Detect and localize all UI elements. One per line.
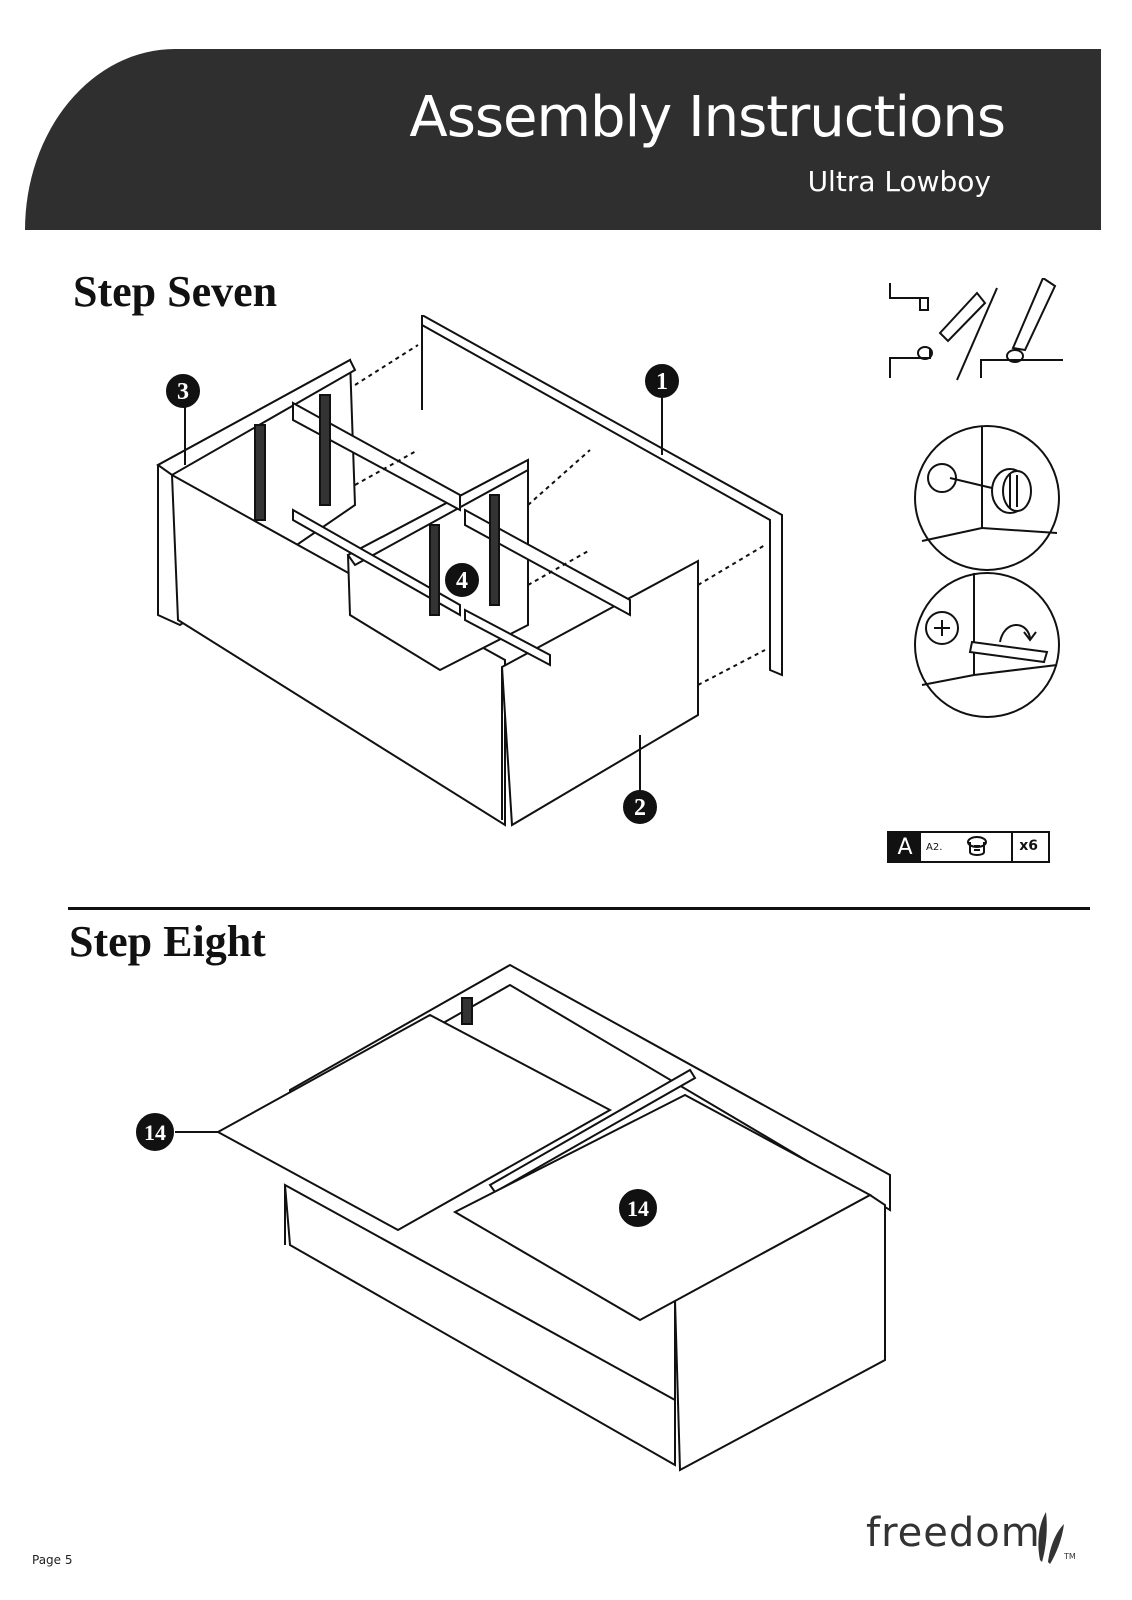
part-code: A2. — [926, 841, 943, 853]
top-panel-left — [215, 1013, 613, 1232]
part-separator — [1011, 833, 1013, 861]
step-eight-drawing: 14 14 — [136, 963, 891, 1472]
cam-lock-icon — [967, 836, 988, 856]
rail-mid-bottom — [464, 608, 551, 667]
header-banner: Assembly Instructions Ultra Lowboy — [25, 49, 1101, 230]
callout-14-right: 14 — [619, 1189, 657, 1227]
bolt-path-6 — [697, 649, 766, 686]
callout-14-left: 14 — [136, 1113, 174, 1151]
parts-label: A A2. x6 — [887, 831, 1050, 863]
left-panel-top-edge — [156, 358, 357, 477]
svg-text:1: 1 — [656, 369, 668, 395]
bolt-path-4 — [527, 549, 591, 586]
glue-tube-right — [1011, 278, 1057, 352]
glue-dowel-diagram — [889, 278, 1063, 381]
corner-right — [973, 664, 1058, 676]
runner-3 — [429, 524, 440, 616]
rotate-arrow-head — [1023, 631, 1037, 642]
callout-3: 3 — [166, 374, 200, 408]
brand-logo: freedom TM — [866, 1510, 1082, 1570]
page-number: Page 5 — [32, 1553, 73, 1567]
rotate-arrow-icon — [999, 624, 1031, 643]
glue-drop — [917, 346, 933, 360]
divider-rail — [488, 1068, 697, 1194]
part-quantity: x6 — [1019, 838, 1038, 854]
middle-divider-top — [346, 458, 529, 567]
runner-1 — [254, 424, 266, 521]
brand-name: freedom — [866, 1510, 1041, 1556]
callout-4: 4 — [445, 563, 479, 597]
rail-back-top — [292, 401, 461, 512]
cam-pin — [949, 477, 993, 489]
corner-left — [921, 674, 975, 686]
product-name: Ultra Lowboy — [807, 165, 991, 198]
trademark: TM — [1064, 1552, 1076, 1561]
leaf-icon — [1038, 1512, 1064, 1564]
part-letter: A — [889, 833, 921, 861]
runner — [461, 997, 473, 1025]
svg-text:2: 2 — [634, 795, 646, 821]
glue-tube-left — [938, 291, 987, 343]
corner-left — [921, 527, 983, 542]
rail-bottom — [292, 508, 461, 617]
bolt-path-3 — [527, 449, 591, 506]
svg-text:14: 14 — [627, 1196, 649, 1221]
callout-2: 2 — [623, 790, 657, 824]
svg-text:4: 4 — [456, 568, 468, 594]
screwdriver-icon — [968, 640, 1049, 664]
cam-lock-head-icon — [925, 611, 959, 645]
right-side-panel — [500, 559, 699, 827]
bolt-path-5 — [697, 544, 766, 586]
top-panel-right — [452, 1093, 873, 1322]
cam-lock-icon — [991, 468, 1032, 514]
surface-left — [889, 348, 931, 378]
dowel-guide — [889, 283, 925, 299]
step-eight-title: Step Eight — [69, 917, 266, 966]
cam-lock-detail-insert — [914, 425, 1060, 571]
step-seven-title: Step Seven — [73, 267, 278, 316]
step-divider — [68, 907, 1090, 910]
rail-front-low — [464, 508, 631, 617]
corner-right — [981, 527, 1058, 534]
cam-hole — [927, 463, 957, 493]
runner-4 — [489, 494, 500, 606]
callout-1: 1 — [645, 364, 679, 398]
page-title: Assembly Instructions — [409, 85, 1006, 150]
svg-text:14: 14 — [144, 1120, 166, 1145]
surface-right — [980, 359, 1063, 378]
svg-text:3: 3 — [177, 379, 189, 405]
divider-slash — [956, 287, 998, 381]
bolt-path-1 — [354, 344, 419, 386]
front-panel — [283, 1183, 676, 1467]
dowel-icon — [919, 297, 929, 311]
runner-2 — [319, 394, 331, 506]
step-seven-drawing: 1 3 4 2 — [156, 315, 783, 827]
glue-spread — [1006, 349, 1024, 363]
cam-lock-detail-turn — [914, 572, 1060, 718]
